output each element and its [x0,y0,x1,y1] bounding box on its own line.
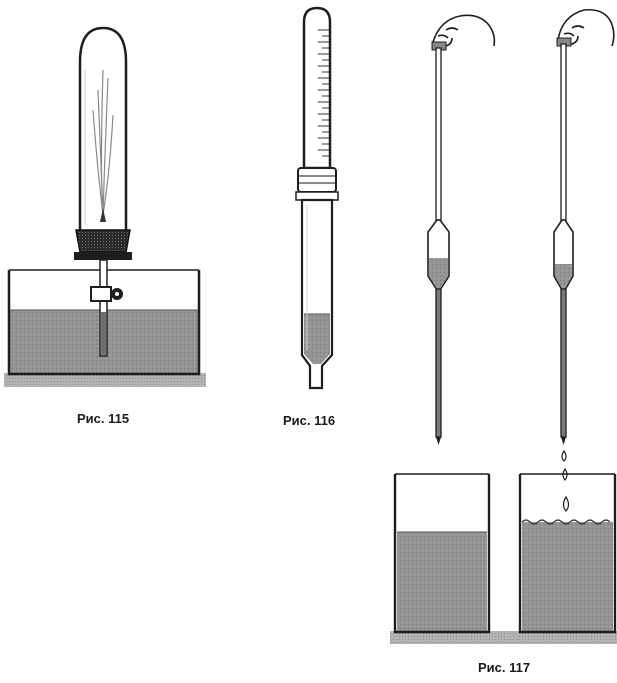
table-surface-117 [390,631,617,644]
graduation-marks [318,29,329,157]
tube-clamp [90,286,123,302]
caption-figure-117: Рис. 117 [478,660,531,675]
figure-117 [390,8,617,644]
beaker-left [393,473,491,634]
glass-tube [99,259,108,357]
pipette-right [553,43,574,445]
beaker-right [518,473,617,634]
caption-figure-116: Рис. 116 [283,413,336,428]
caption-figure-115: Рис. 115 [77,411,130,426]
rubber-stopper [75,229,131,253]
pipette-left [427,47,450,445]
pipette-collar [295,167,339,201]
table-surface [4,373,206,387]
inverted-flask [78,26,128,230]
pipette-liquid [304,314,330,364]
falling-drops [561,449,570,512]
figure-115 [4,26,206,387]
figure-116 [295,6,339,390]
fountain-spray [92,69,114,216]
